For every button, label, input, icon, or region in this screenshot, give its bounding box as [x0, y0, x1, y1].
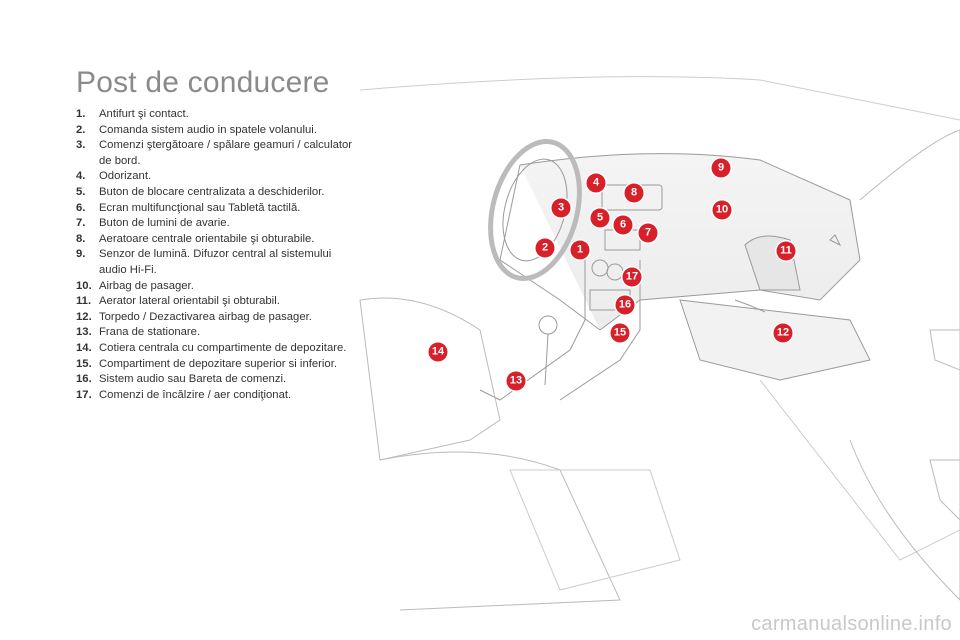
- callout-badge: 4: [586, 173, 606, 193]
- list-item: 1. Antifurt şi contact.: [76, 107, 356, 123]
- legend-list: 1. Antifurt şi contact. 2. Comanda sistem …: [76, 107, 356, 403]
- item-number: 4.: [76, 170, 86, 183]
- item-text: Buton de lumini de avarie.: [99, 217, 230, 230]
- callout-badge: 7: [638, 223, 658, 243]
- list-item: 7. Buton de lumini de avarie.: [76, 216, 356, 232]
- callout-badge: 1: [570, 240, 590, 260]
- callout-badge: 6: [613, 215, 633, 235]
- item-number: 15.: [76, 357, 92, 370]
- callout-badge: 8: [624, 183, 644, 203]
- callout-badge: 16: [615, 295, 635, 315]
- dashboard-illustration: [359, 76, 960, 611]
- callout-badge: 12: [773, 323, 793, 343]
- item-number: 12.: [76, 310, 92, 323]
- list-item: 3. Comenzi ştergătoare / spălare geamuri …: [76, 138, 356, 169]
- item-text: Ecran multifuncţional sau Tabletă tactil…: [99, 201, 301, 214]
- item-number: 2.: [76, 123, 86, 136]
- item-text: Aeratoare centrale orientabile şi obtura…: [99, 232, 315, 245]
- list-item: 8. Aeratoare centrale orientabile şi obtu…: [76, 232, 356, 248]
- callout-badge: 14: [428, 342, 448, 362]
- callout-badge: 11: [776, 241, 796, 261]
- list-item: 11. Aerator lateral orientabil şi obturab…: [76, 294, 356, 310]
- item-number: 16.: [76, 373, 92, 386]
- item-number: 13.: [76, 326, 92, 339]
- list-item: 13. Frana de stationare.: [76, 325, 356, 341]
- item-number: 6.: [76, 201, 86, 214]
- item-text: Torpedo / Dezactivarea airbag de pasager…: [99, 310, 312, 323]
- list-item: 5. Buton de blocare centralizata a deschi…: [76, 185, 356, 201]
- list-item: 9. Senzor de lumină. Difuzor central al s…: [76, 247, 356, 278]
- item-text: Frana de stationare.: [99, 326, 201, 339]
- list-item: 16. Sistem audio sau Bareta de comenzi.: [76, 372, 356, 388]
- list-item: 12. Torpedo / Dezactivarea airbag de pasa…: [76, 310, 356, 326]
- item-text: Sistem audio sau Bareta de comenzi.: [99, 373, 287, 386]
- item-number: 7.: [76, 217, 86, 230]
- item-number: 9.: [76, 248, 86, 261]
- list-item: 14. Cotiera centrala cu compartimente de …: [76, 341, 356, 357]
- list-item: 15. Compartiment de depozitare superior s…: [76, 357, 356, 373]
- callout-badge: 9: [711, 158, 731, 178]
- item-number: 5.: [76, 185, 86, 198]
- item-number: 1.: [76, 108, 86, 120]
- item-number: 11.: [76, 295, 92, 308]
- item-text: Airbag de pasager.: [99, 279, 194, 292]
- item-text: Compartiment de depozitare superior si i…: [99, 357, 337, 370]
- callout-badge: 5: [590, 208, 610, 228]
- callout-badge: 2: [535, 238, 555, 258]
- item-number: 8.: [76, 232, 86, 245]
- list-item: 10. Airbag de pasager.: [76, 279, 356, 295]
- item-number: 10.: [76, 279, 92, 292]
- watermark: carmanualsonline.info: [751, 613, 952, 635]
- item-text: Cotiera centrala cu compartimente de dep…: [99, 341, 347, 354]
- item-text: Odorizant.: [99, 170, 152, 183]
- item-text: Senzor de lumină. Difuzor central al sis…: [99, 248, 332, 276]
- callout-badge: 13: [506, 371, 526, 391]
- callout-badge: 10: [712, 200, 732, 220]
- item-text: Aerator lateral orientabil şi obturabil.: [99, 295, 280, 308]
- item-text: Buton de blocare centralizata a deschide…: [99, 185, 325, 198]
- list-item: 2. Comanda sistem audio in spatele volanu…: [76, 123, 356, 139]
- list-item: 4. Odorizant.: [76, 169, 356, 185]
- callout-badge: 17: [622, 267, 642, 287]
- item-number: 3.: [76, 139, 86, 152]
- list-item: 6. Ecran multifuncţional sau Tabletă tact…: [76, 201, 356, 217]
- item-text: Comanda sistem audio in spatele volanulu…: [99, 123, 317, 136]
- page-title: Post de conducere: [76, 66, 330, 99]
- item-text: Comenzi de încălzire / aer condiţionat.: [99, 388, 292, 401]
- list-item: 17. Comenzi de încălzire / aer condiţiona…: [76, 388, 356, 404]
- item-number: 17.: [76, 388, 92, 401]
- callout-badge: 15: [610, 323, 630, 343]
- item-number: 14.: [76, 341, 92, 354]
- item-text: Antifurt şi contact.: [99, 108, 189, 120]
- callout-badge: 3: [551, 198, 571, 218]
- item-text: Comenzi ştergătoare / spălare geamuri / …: [99, 139, 353, 167]
